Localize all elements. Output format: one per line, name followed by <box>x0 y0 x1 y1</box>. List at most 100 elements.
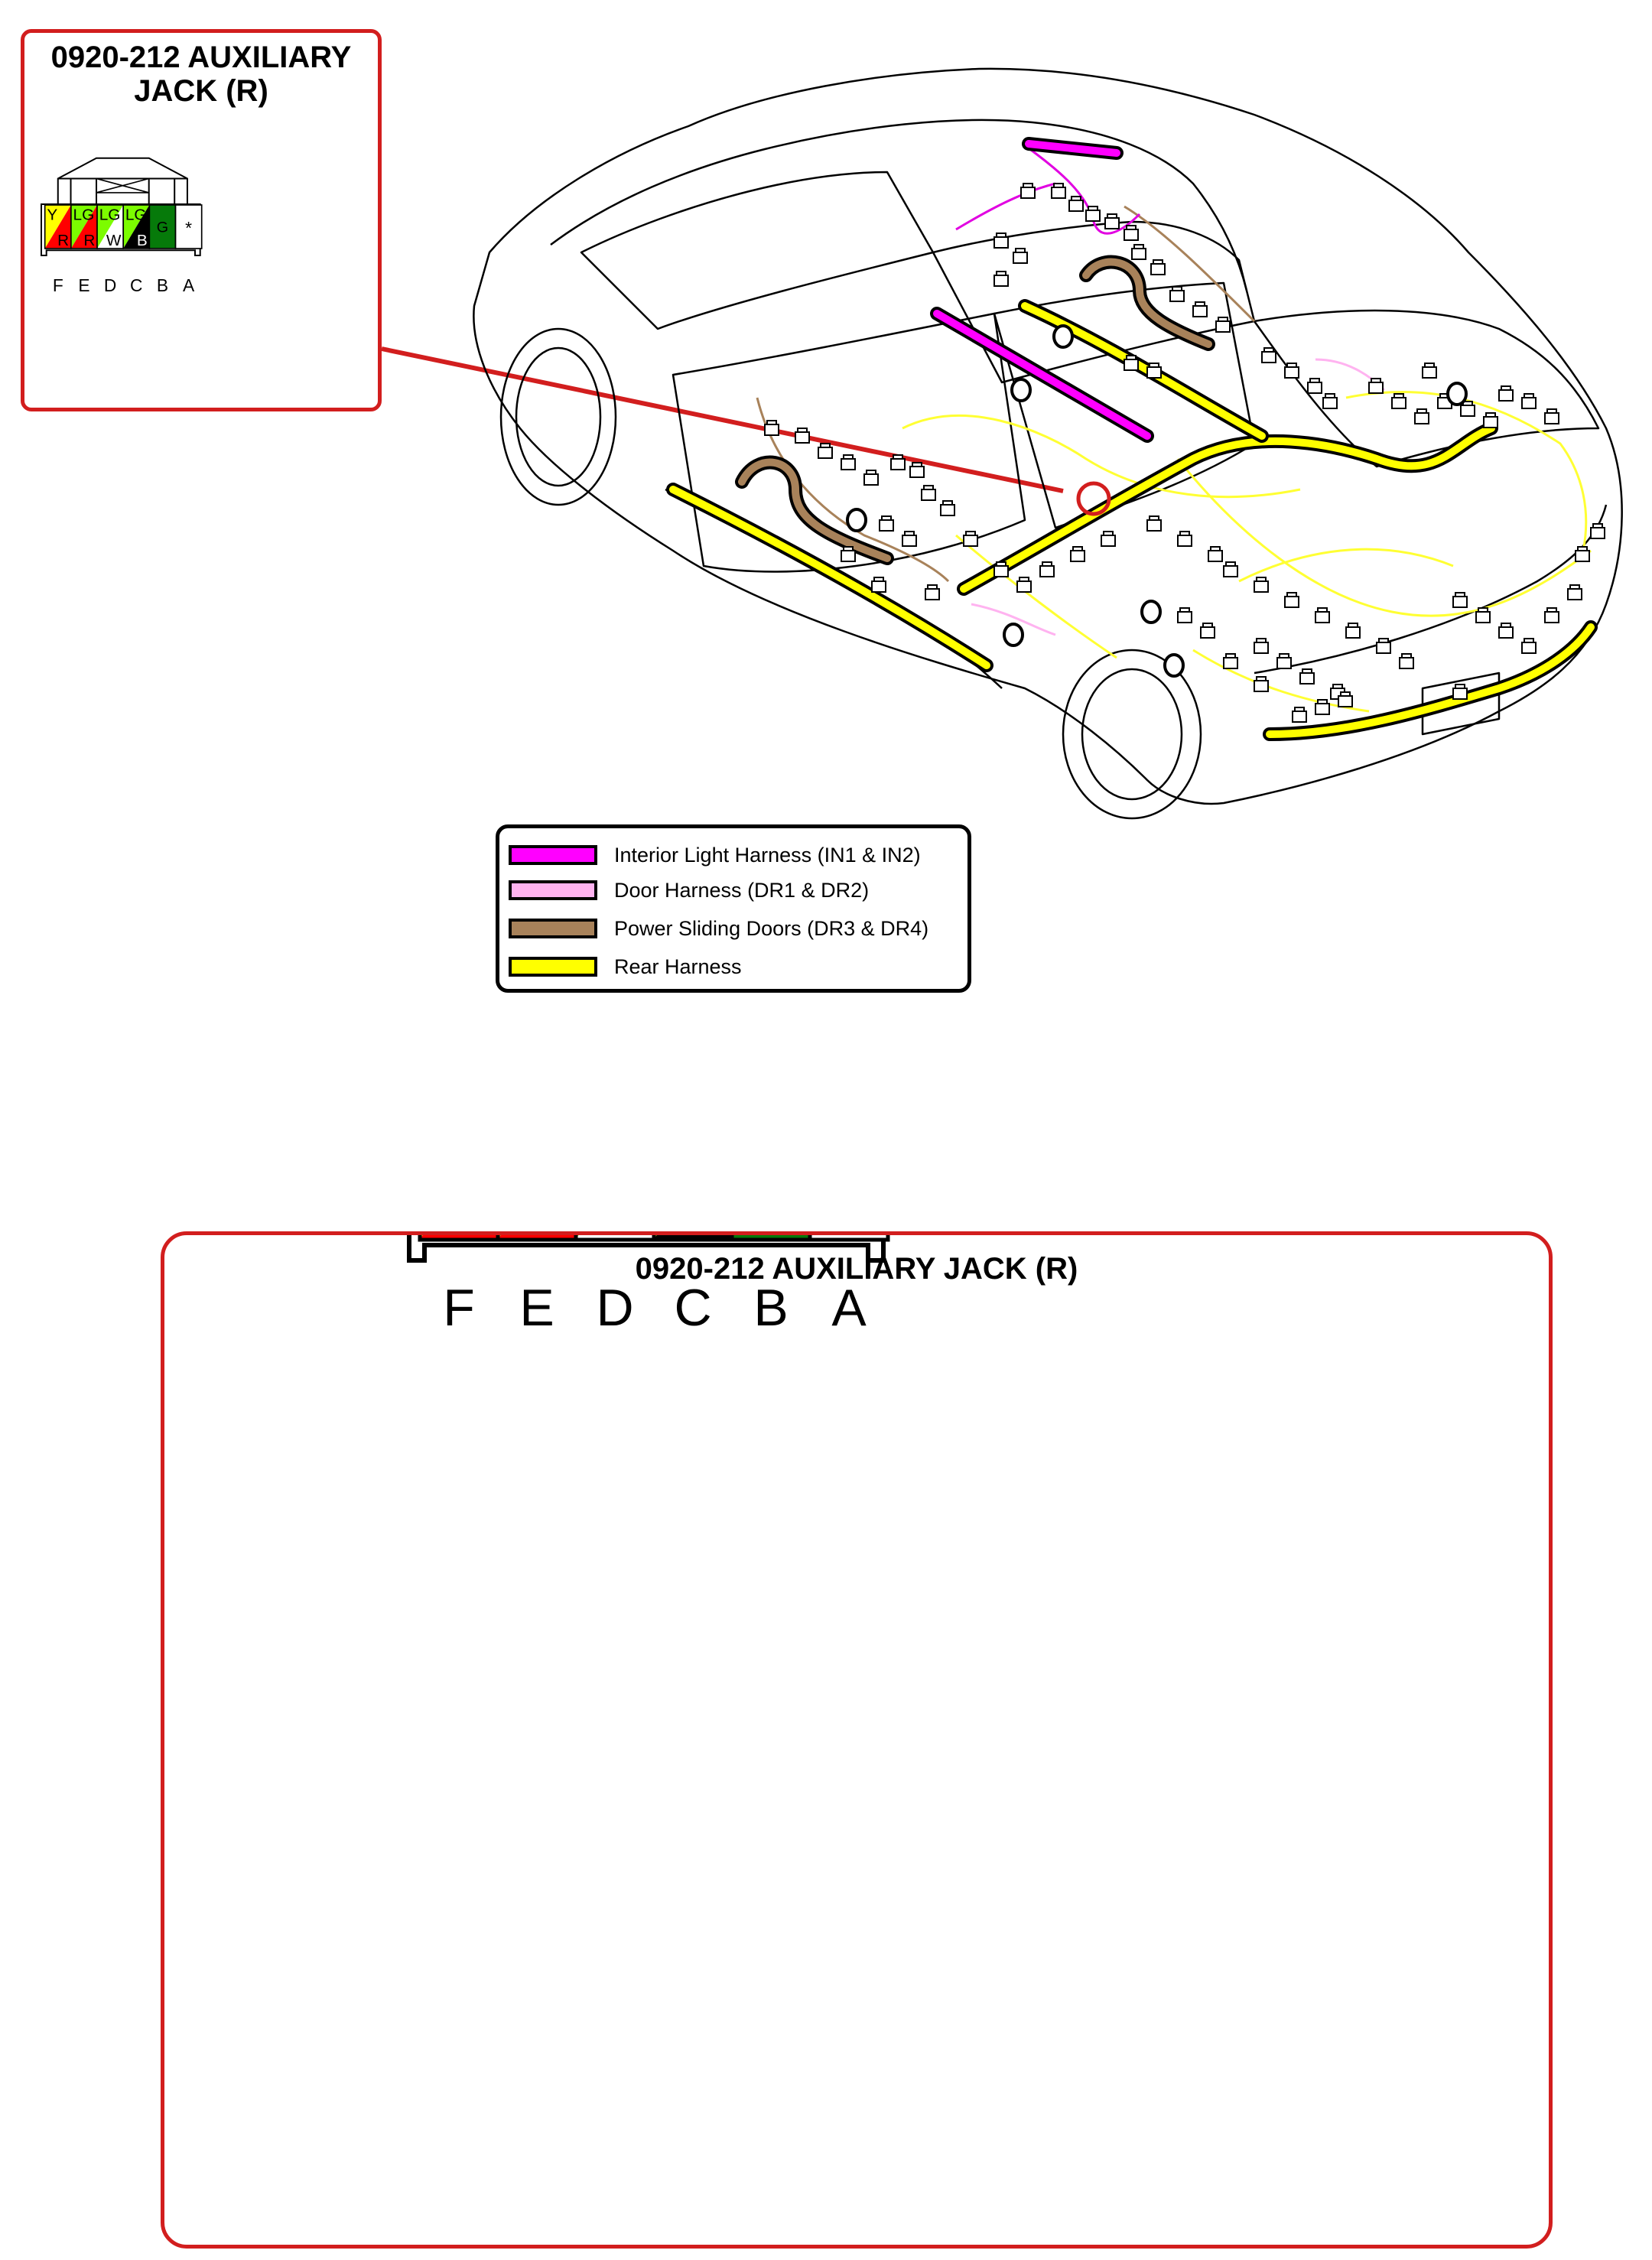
harness-connector-lock <box>1569 584 1580 590</box>
harness-connector <box>841 458 856 470</box>
harness-connector-lock <box>1126 225 1137 230</box>
harness-connector <box>764 424 779 436</box>
pin-cavity-a: * <box>808 1235 890 1242</box>
wire-color-stripe <box>123 205 150 249</box>
harness-connector <box>1068 200 1084 212</box>
pin-label-f: F <box>443 1279 475 1337</box>
harness-connector-lock <box>1577 546 1588 551</box>
harness-connector-lock <box>1263 347 1274 353</box>
harness-connector <box>1124 359 1139 371</box>
harness-connector <box>925 588 940 600</box>
harness-grommet <box>1163 653 1185 678</box>
harness-connector-lock <box>1202 623 1213 628</box>
connector-location-marker <box>1076 481 1111 516</box>
harness-connector <box>1020 187 1036 199</box>
harness-connector-lock <box>1133 244 1144 249</box>
wire-code-top: G <box>157 219 168 236</box>
wire-color-primary <box>175 205 202 249</box>
harness-connector <box>1391 397 1406 409</box>
legend-label: Interior Light Harness (IN1 & IN2) <box>614 844 921 867</box>
harness-connector <box>993 236 1009 249</box>
legend-swatch <box>509 845 597 865</box>
connector-title: 0920-212 AUXILIARY JACK (R) <box>635 1252 1078 1286</box>
harness-connector-lock <box>1340 691 1351 697</box>
harness-legend: Interior Light Harness (IN1 & IN2) Door … <box>496 824 971 993</box>
pin-cavity-c: LGB <box>652 1235 734 1242</box>
harness-grommet <box>846 508 867 532</box>
wire-color-stripe <box>44 205 71 249</box>
harness-connector-lock <box>1371 378 1381 383</box>
rear-harness-branch-wires <box>902 391 1592 713</box>
harness-connector <box>1124 229 1139 241</box>
harness-connector-lock <box>942 500 953 506</box>
harness-connector <box>1345 626 1361 639</box>
harness-connector-lock <box>1256 638 1267 643</box>
harness-connector-lock <box>1393 393 1404 398</box>
harness-connector-lock <box>1218 317 1228 322</box>
harness-connector-lock <box>1524 638 1534 643</box>
harness-connector-lock <box>1172 286 1182 291</box>
harness-connector-lock <box>1302 668 1312 674</box>
connector-detail-box: 0920-212 AUXILIARY JACK (R) YRFLGRELGWDL… <box>161 1231 1553 2249</box>
harness-connector-lock <box>797 428 808 433</box>
pin-label-f: F <box>53 275 63 295</box>
harness-connector-lock <box>1042 561 1052 567</box>
harness-connector <box>1460 405 1475 417</box>
harness-connector-lock <box>1179 531 1190 536</box>
harness-connector <box>1131 248 1146 260</box>
harness-connector-lock <box>1126 355 1137 360</box>
harness-connector <box>1284 366 1299 379</box>
pin-label-d: D <box>596 1279 633 1337</box>
harness-connector <box>1544 611 1559 623</box>
harness-connector <box>1101 535 1116 547</box>
wire-code-top: Y <box>47 206 57 224</box>
harness-connector-lock <box>873 577 884 582</box>
pin-label-a: A <box>831 1279 867 1337</box>
harness-connector <box>902 535 917 547</box>
harness-connector-lock <box>1210 546 1221 551</box>
harness-connector-lock <box>881 515 892 521</box>
harness-connector-lock <box>1478 607 1488 613</box>
harness-connector <box>1039 565 1055 577</box>
harness-connector <box>795 431 810 444</box>
legend-item-rear-harness: Rear Harness <box>509 952 960 983</box>
harness-connector <box>1177 611 1192 623</box>
pin-cavity-c: LGB <box>122 204 151 249</box>
harness-connector <box>871 580 886 593</box>
harness-connector-lock <box>996 233 1006 238</box>
harness-connector <box>1016 580 1032 593</box>
harness-connector-lock <box>1019 577 1029 582</box>
harness-grommet <box>1010 378 1032 402</box>
harness-connector <box>1452 596 1468 608</box>
harness-connector-lock <box>965 531 976 536</box>
harness-connector-lock <box>1455 592 1465 597</box>
wire-code-stripe: R <box>57 232 69 249</box>
harness-connector-lock <box>1256 577 1267 582</box>
front-wheel-rim <box>515 346 602 487</box>
wire-color-primary <box>149 205 176 249</box>
car-side-window <box>932 220 1256 384</box>
pin-cavity-f: YR <box>44 204 72 249</box>
legend-label: Door Harness (DR1 & DR2) <box>614 879 870 902</box>
harness-connector-lock <box>1546 408 1557 414</box>
harness-connector <box>1475 611 1491 623</box>
harness-connector-lock <box>1592 523 1603 528</box>
harness-connector-lock <box>1501 623 1511 628</box>
harness-connector-lock <box>1309 378 1320 383</box>
harness-connector <box>1223 657 1238 669</box>
harness-connector-lock <box>1225 653 1236 658</box>
harness-connector-lock <box>923 485 934 490</box>
harness-connector <box>940 504 955 516</box>
harness-connector-lock <box>1015 248 1026 253</box>
car-roof-line <box>550 119 1248 291</box>
harness-connector <box>1284 596 1299 608</box>
inset-title: 0920-212 AUXILIARY JACK (R) <box>24 41 378 108</box>
car-license-area <box>1421 671 1501 736</box>
harness-connector-lock <box>1153 259 1163 265</box>
harness-connector <box>1254 642 1269 654</box>
wire-color-primary <box>97 205 124 249</box>
wire-code-stripe: R <box>457 1235 492 1241</box>
harness-connector-lock <box>1195 301 1205 307</box>
